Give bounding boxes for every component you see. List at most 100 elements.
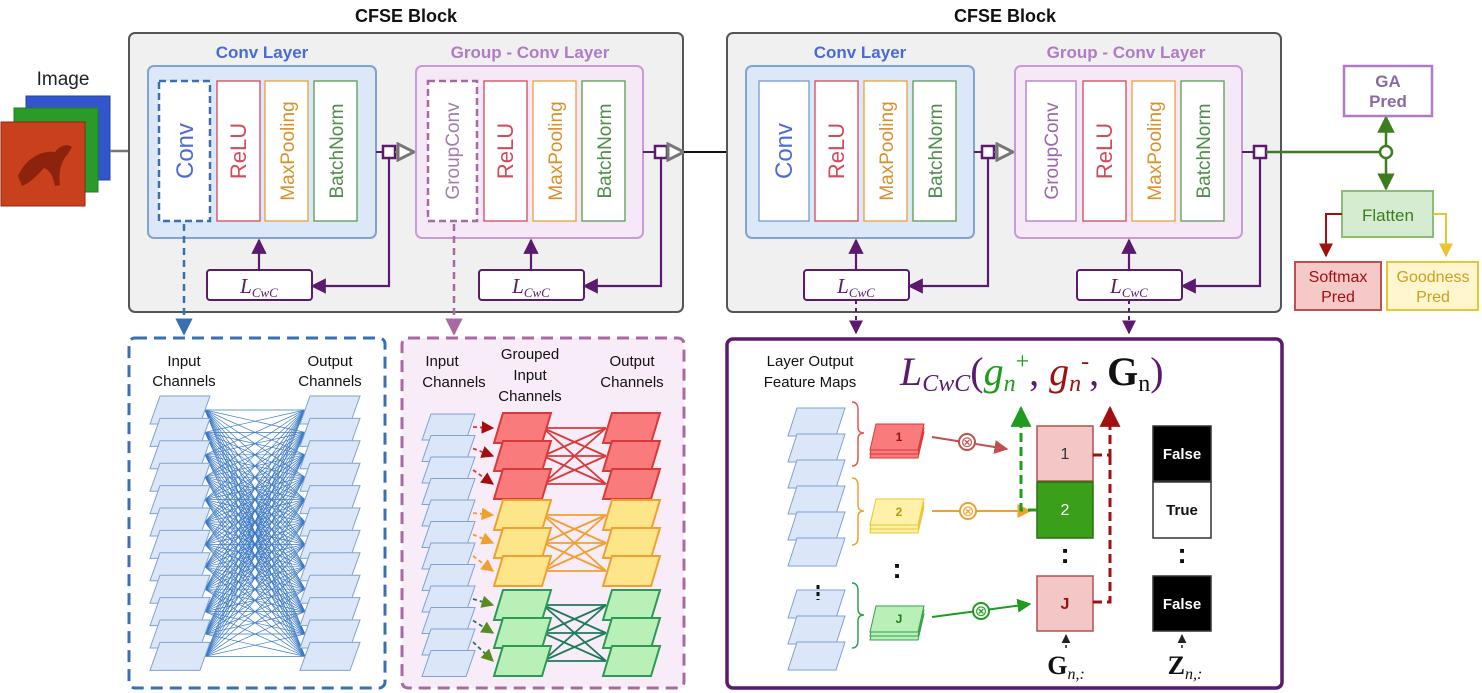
conv-connection <box>204 409 306 478</box>
loss-formula: LCwC(gn+,gn-,Gn) <box>899 349 1164 397</box>
grouped-input-channel <box>492 617 553 649</box>
grouped-channel-connections <box>421 412 662 677</box>
brace-group-1 <box>851 401 865 467</box>
g-vector-cell-j-label: J <box>1061 596 1070 613</box>
cfse-block-1-title: CFSE Block <box>355 6 458 26</box>
conv-connection <box>204 544 306 657</box>
group-input-arrow <box>472 446 495 458</box>
z-vector-label: Zn,: <box>1168 651 1203 683</box>
conv-unit-2-label: Conv <box>771 123 798 179</box>
grouped-input-channel <box>492 468 553 500</box>
group-output-channel <box>601 617 662 649</box>
pooled-group-label: 1 <box>896 430 903 444</box>
conv-input-channel-stack <box>149 395 211 671</box>
maxpool-unit-2 <box>532 80 577 222</box>
groupconv-unit-2-label: GroupConv <box>1042 102 1063 200</box>
group-input-arrow <box>472 641 494 662</box>
maxpool-unit-4-label: MaxPooling <box>1145 101 1166 200</box>
group-output-channel <box>601 412 662 444</box>
group-input-label-2: Channels <box>422 374 485 391</box>
pooled-group-label: J <box>896 612 903 626</box>
conv-unit-2 <box>758 80 810 222</box>
brace-group-j <box>851 582 865 649</box>
softmax-pred-box <box>1294 261 1382 311</box>
batchnorm-unit-4 <box>1180 80 1225 222</box>
maxpool-unit-1-label: MaxPooling <box>278 101 299 200</box>
maxpool-unit-3-label: MaxPooling <box>877 101 898 200</box>
z-vector-cell-j-label: False <box>1163 596 1201 613</box>
group-output-label-1: Output <box>609 353 655 370</box>
groupconv-unit-2 <box>1025 80 1077 222</box>
z-vector-cell-1-label: False <box>1163 446 1201 463</box>
conv-output-channel-stack <box>299 395 361 671</box>
groups-ellipsis: : <box>892 553 901 584</box>
otimes-icon-j <box>972 602 990 620</box>
g-vector-cell-1-label: 1 <box>1061 446 1070 463</box>
conv-connection <box>204 409 306 433</box>
z-vector-cell-2-label: True <box>1166 502 1198 519</box>
conv-layer-1-output-port <box>381 144 397 160</box>
conv-connection <box>204 477 306 657</box>
feature-map <box>787 537 846 567</box>
z-vector-cell-1 <box>1152 425 1212 482</box>
conv-connection <box>204 409 306 456</box>
grouped-input-channel <box>492 555 553 587</box>
group-pooled-stacks: 12J <box>869 423 925 641</box>
group-grouped-label-2: Input <box>513 367 547 384</box>
otimes-icon-1 <box>958 433 976 451</box>
maxpool-unit-2-label: MaxPooling <box>546 101 567 200</box>
conv-connection <box>204 633 306 657</box>
group-input-label-1: Input <box>425 353 459 370</box>
negative-goodness-path-1 <box>1093 405 1121 457</box>
svg-text:⊗: ⊗ <box>975 603 988 620</box>
conv-connection <box>204 409 306 500</box>
grouped-input-channel <box>492 412 553 444</box>
feature-map <box>787 485 846 515</box>
group-connection <box>542 427 607 457</box>
conv-connection <box>204 409 306 657</box>
group-conv-layer-1-title: Group - Conv Layer <box>451 43 610 62</box>
group-connection <box>542 455 607 485</box>
group-connection <box>542 604 607 662</box>
group-input-arrow <box>472 619 495 634</box>
positive-goodness-path <box>1010 405 1037 512</box>
relu-unit-1-label: ReLU <box>226 123 251 179</box>
group-output-channel <box>601 589 662 621</box>
grouped-input-channel <box>492 645 553 677</box>
batchnorm-unit-4-label: BatchNorm <box>1194 103 1215 198</box>
conv-connection <box>204 409 306 545</box>
batchnorm-unit-1-label: BatchNorm <box>327 103 348 198</box>
relu-unit-4-label: ReLU <box>1092 123 1117 179</box>
cfse-block-2: CFSE Block Conv Layer Conv ReLU MaxPooli… <box>726 6 1282 313</box>
groupconv-unit-1 <box>426 79 479 223</box>
conv-full-connection-mesh <box>204 409 306 657</box>
batchnorm-unit-1 <box>313 80 358 222</box>
svg-text:⊗: ⊗ <box>961 434 974 451</box>
conv-connection <box>204 409 306 590</box>
group-grouped-label-3: Channels <box>498 388 561 405</box>
input-image-stack: Image <box>0 69 130 207</box>
group-output-channel <box>601 440 662 472</box>
horse-silhouette <box>18 145 72 186</box>
group-conv-detail-panel: Input Channels Grouped Input Channels Ou… <box>400 336 686 690</box>
conv-unit-1 <box>157 79 212 223</box>
group-output-channel <box>601 499 662 531</box>
feature-map <box>787 615 846 645</box>
conv-input-label-2: Channels <box>152 373 215 390</box>
goodness-pred-label-1: Goodness <box>1397 269 1470 286</box>
conv-connection <box>204 521 306 657</box>
conv-output-label-2: Channels <box>298 373 361 390</box>
pooled-group-layer <box>869 423 925 451</box>
conv-connection <box>204 409 306 523</box>
flatten-label: Flatten <box>1362 206 1414 225</box>
group-input-channel <box>421 650 476 677</box>
loss-box-3-label: LCwC <box>836 274 875 300</box>
feature-maps-label-1: Layer Output <box>767 353 855 370</box>
conv-output-label-1: Output <box>307 353 353 370</box>
svg-text::: : <box>1177 538 1186 569</box>
grouped-input-channel <box>492 440 553 472</box>
group-output-channel <box>601 555 662 587</box>
batchnorm-unit-3 <box>912 80 957 222</box>
g-vector-cell-j <box>1036 575 1094 632</box>
